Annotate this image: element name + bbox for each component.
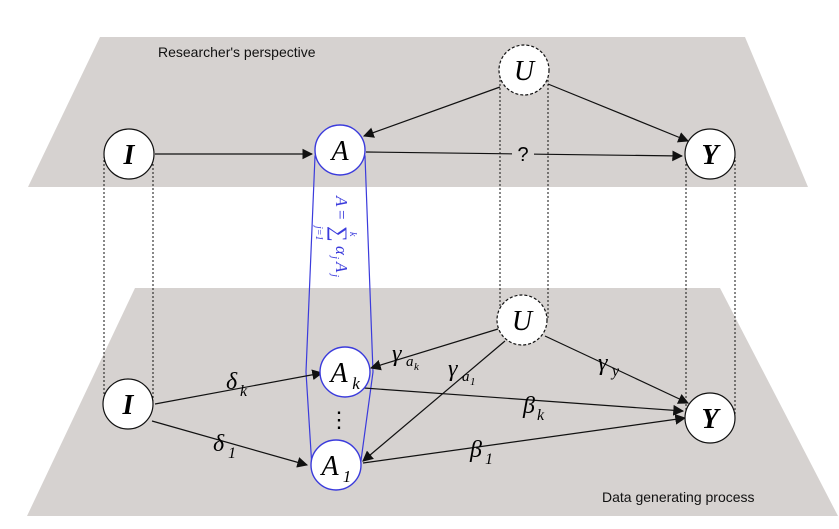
question-mark-gap: [512, 143, 534, 165]
svg-text:1: 1: [228, 445, 236, 462]
node-top-Y-label: Y: [701, 140, 721, 171]
svg-text:k: k: [537, 407, 545, 424]
node-bottom-Ak-label: A: [328, 358, 348, 389]
svg-text:k: k: [240, 383, 248, 400]
svg-text:=: =: [332, 210, 351, 220]
node-bottom-A1-sub: 1: [343, 467, 352, 486]
svg-text:k: k: [347, 232, 358, 237]
svg-text:β: β: [469, 437, 482, 463]
edge-label-delta-k: δ k: [226, 369, 248, 400]
svg-text:A: A: [332, 261, 351, 273]
vertical-connectors: [103, 72, 736, 418]
node-bottom-Y[interactable]: Y: [684, 392, 736, 444]
svg-text:a: a: [462, 369, 470, 385]
node-top-U-label: U: [514, 56, 536, 87]
edge-label-gamma-ak: γ a k: [392, 341, 420, 373]
svg-text:∑: ∑: [327, 226, 352, 242]
svg-text:j: j: [329, 254, 341, 259]
researcher-perspective-title: Researcher's perspective: [158, 44, 316, 60]
node-bottom-I-label: I: [122, 390, 135, 421]
node-bottom-I[interactable]: I: [102, 378, 154, 430]
researcher-plane: [28, 37, 808, 187]
svg-text:γ: γ: [598, 350, 608, 376]
node-bottom-A1[interactable]: A 1: [310, 439, 362, 491]
svg-text:1: 1: [470, 376, 476, 388]
svg-text:β: β: [522, 393, 535, 419]
edge-label-gamma-a1: γ a 1: [448, 356, 476, 388]
node-top-U[interactable]: U: [498, 44, 550, 96]
node-bottom-A1-label: A: [319, 451, 339, 482]
svg-text:δ: δ: [226, 369, 238, 395]
svg-text:k: k: [414, 361, 420, 373]
svg-text:A: A: [332, 195, 351, 207]
nodes-ellipsis: ⋮: [328, 408, 350, 433]
data-generating-process-title: Data generating process: [602, 489, 755, 505]
node-bottom-U[interactable]: U: [496, 294, 548, 346]
node-bottom-Ak-sub: k: [352, 374, 360, 393]
node-bottom-Ak[interactable]: A k: [319, 346, 371, 398]
edge-label-delta-1: δ 1: [213, 431, 236, 462]
svg-text:γ: γ: [448, 356, 458, 382]
node-top-A-label: A: [329, 136, 349, 167]
svg-text:j=1: j=1: [313, 224, 324, 241]
edge-label-gamma-y: γ y: [598, 350, 620, 380]
unknown-effect-label: ?: [517, 144, 528, 166]
svg-text:γ: γ: [392, 341, 402, 367]
svg-text:1: 1: [485, 451, 493, 468]
svg-text:j: j: [329, 272, 341, 277]
svg-text:a: a: [406, 354, 414, 370]
edge-label-beta-k: β k: [522, 393, 545, 424]
node-top-Y[interactable]: Y: [684, 128, 736, 180]
svg-text:α: α: [332, 246, 351, 256]
node-top-A[interactable]: A: [314, 124, 366, 176]
node-top-I-label: I: [123, 140, 136, 171]
node-bottom-Y-label: Y: [701, 404, 721, 435]
edge-label-beta-1: β 1: [469, 437, 493, 468]
node-top-I[interactable]: I: [103, 128, 155, 180]
node-bottom-U-label: U: [512, 306, 534, 337]
aggregation-formula: A = ∑ j=1 k α j A j: [313, 195, 358, 277]
svg-text:y: y: [610, 363, 620, 380]
bottom-edges: [151, 328, 689, 468]
svg-text:δ: δ: [213, 431, 225, 457]
